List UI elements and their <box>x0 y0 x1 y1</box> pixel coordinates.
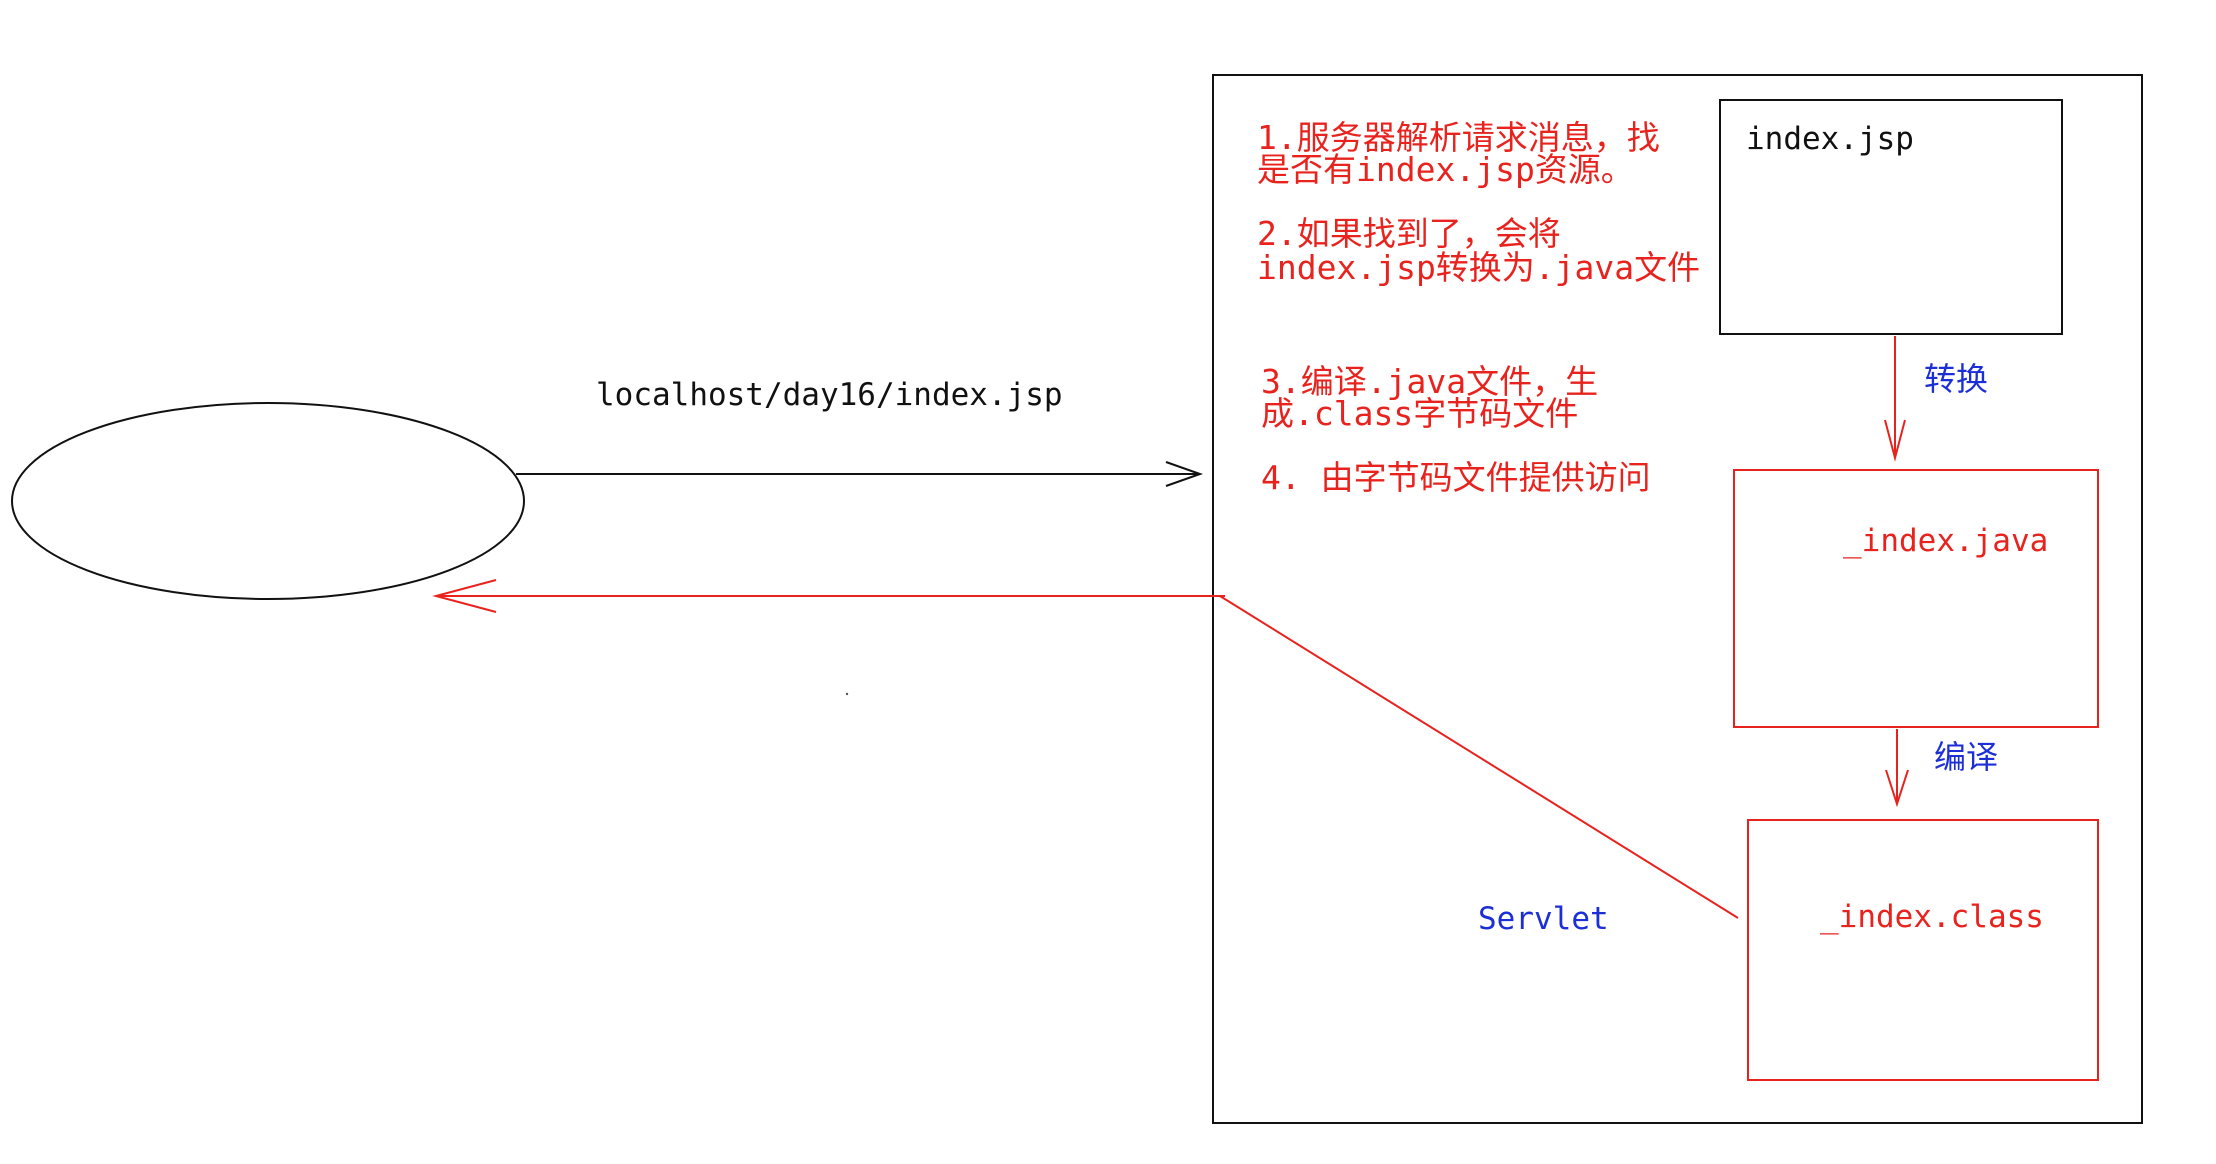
response-diagonal-line <box>1219 595 1739 919</box>
request-url-label: localhost/day16/index.jsp <box>596 377 1063 413</box>
step-2-line-1: 2.如果找到了，会将 <box>1257 214 1561 253</box>
compile-label: 编译 <box>1934 738 1999 776</box>
convert-label: 转换 <box>1924 360 1989 398</box>
step-2-line-2: index.jsp转换为.java文件 <box>1257 248 1701 287</box>
step-4-line-1: 4. 由字节码文件提供访问 <box>1261 458 1651 497</box>
server-box <box>1212 74 2143 1124</box>
stray-dot <box>845 692 849 696</box>
step-3-line-1: 3.编译.java文件，生 <box>1261 362 1599 401</box>
java-box-label: _index.java <box>1843 523 2049 559</box>
jsp-box <box>1719 99 2063 335</box>
step-1-line-2: 是否有index.jsp资源。 <box>1257 150 1634 189</box>
step-3-line-2: 成.class字节码文件 <box>1261 394 1579 433</box>
convert-arrow-head <box>1884 419 1906 462</box>
java-box <box>1733 469 2099 728</box>
class-box-label: _index.class <box>1820 899 2044 935</box>
class-box <box>1747 819 2099 1081</box>
step-1-line-1: 1.服务器解析请求消息，找 <box>1257 118 1660 157</box>
jsp-box-label: index.jsp <box>1746 121 1914 157</box>
client-ellipse <box>11 402 525 600</box>
servlet-label: Servlet <box>1478 901 1609 937</box>
compile-arrow-head <box>1885 769 1909 808</box>
response-arrow-head <box>432 579 497 613</box>
request-arrow-head <box>1165 461 1204 487</box>
